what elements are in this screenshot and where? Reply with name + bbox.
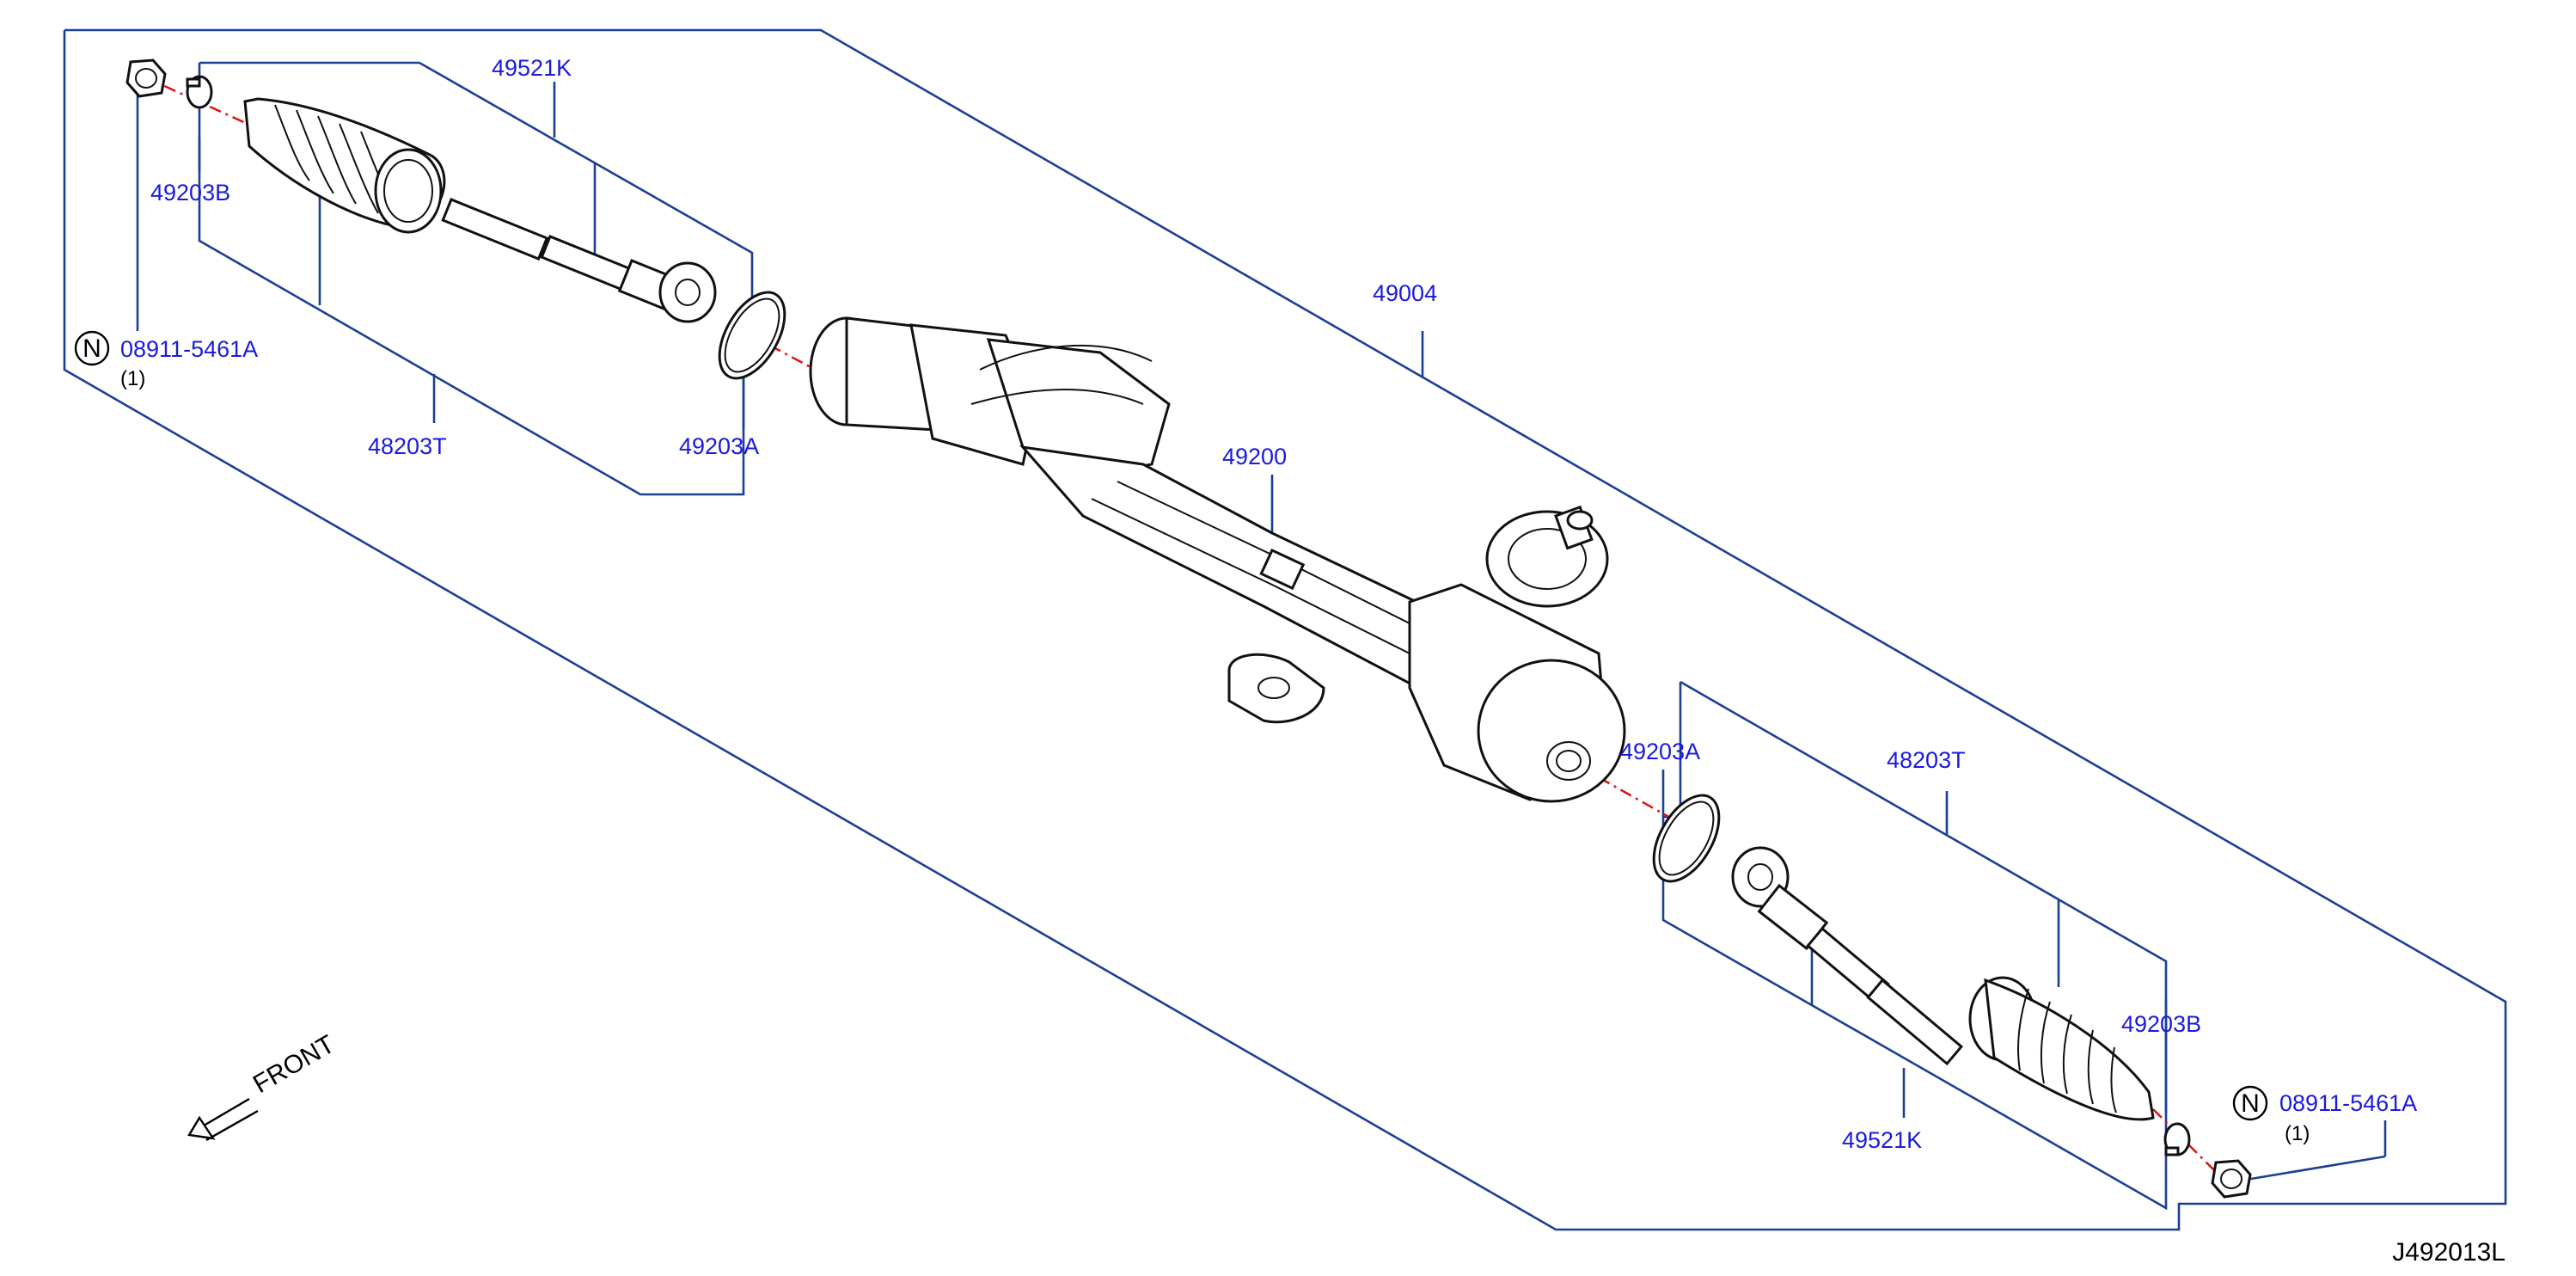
leader-lines — [136, 82, 2387, 1184]
assembly-boundary-49004 — [63, 28, 2507, 1231]
lock-nut-bottom-part — [2211, 1159, 2252, 1199]
n-symbol-top: N — [74, 330, 110, 366]
axis-centerline-right — [2152, 1108, 2223, 1179]
tie-rod-inner-bottom-part — [1731, 846, 1964, 1066]
steering-gear-assembly-part — [809, 316, 1626, 803]
label-quantity-bottom: (1) — [2285, 1122, 2310, 1145]
steering-boot-bottom-part — [1968, 976, 2155, 1121]
lock-nut-top-part — [125, 58, 167, 98]
svg-text:N: N — [2241, 1089, 2260, 1118]
front-arrow-icon — [187, 1097, 259, 1142]
axis-centerline-mid-left — [747, 332, 813, 370]
label-49203B-bottom: 49203B — [2121, 1011, 2201, 1037]
label-49203A-bottom: 49203A — [1620, 739, 1700, 764]
svg-text:N: N — [83, 334, 101, 363]
label-48203T-top: 48203T — [368, 433, 447, 459]
tie-rod-inner-top-part — [441, 198, 717, 323]
label-49203A-top: 49203A — [679, 433, 759, 459]
boot-clip-small-top-part — [186, 75, 213, 109]
label-49004: 49004 — [1373, 280, 1437, 306]
label-quantity-top: (1) — [120, 367, 145, 390]
label-49203B-top: 49203B — [150, 180, 230, 206]
label-08911-5461A-top: 08911-5461A — [120, 336, 258, 362]
boot-clip-small-bottom-part — [2163, 1122, 2191, 1156]
steering-boot-top-part — [243, 97, 446, 234]
label-48203T-bottom: 48203T — [1887, 747, 1966, 773]
label-49200: 49200 — [1222, 444, 1287, 469]
front-direction-indicator: FRONT — [187, 1030, 340, 1142]
n-symbol-bottom: N — [2232, 1085, 2268, 1121]
label-08911-5461A-bottom: 08911-5461A — [2279, 1090, 2417, 1116]
front-label: FRONT — [248, 1030, 340, 1099]
label-49521K-top: 49521K — [492, 55, 572, 81]
boot-band-top-part — [718, 291, 786, 380]
label-49521K-bottom: 49521K — [1842, 1127, 1922, 1153]
drawing-id: J492013L — [2392, 1238, 2506, 1267]
boot-band-bottom-part — [1652, 794, 1721, 883]
